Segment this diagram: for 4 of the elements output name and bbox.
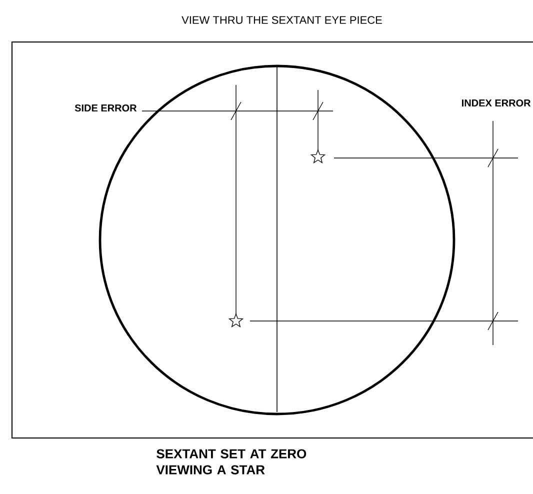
dimension-label: SIDE ERROR	[74, 104, 137, 112]
dimension-label: INDEX ERROR	[462, 99, 531, 107]
caption: SEXTANT SET AT ZERO VIEWING A STAR	[156, 449, 306, 474]
title: VIEW THRU THE SEXTANT EYE PIECE	[182, 16, 382, 24]
